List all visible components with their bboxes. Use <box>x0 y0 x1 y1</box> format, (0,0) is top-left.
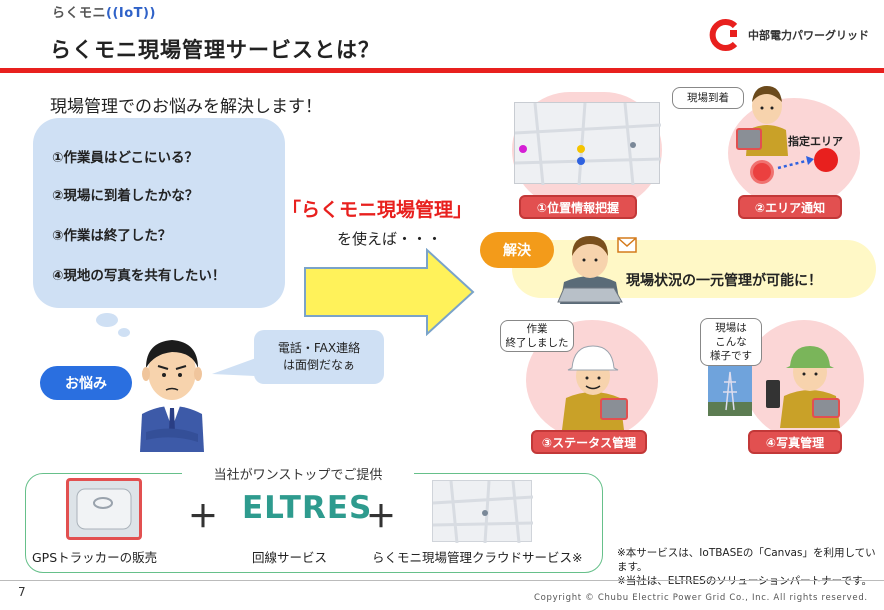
worry-badge: お悩み <box>40 366 132 400</box>
gps-tracker-image <box>66 478 142 540</box>
worry-item-1: ①作業員はどこにいる？ <box>52 150 199 166</box>
line-service-label: 回線サービス <box>252 550 328 565</box>
area-move-icon <box>750 148 838 184</box>
usage-text: を使えば・・・ <box>337 230 443 248</box>
worry-item-3: ③作業は終了した？ <box>52 228 172 244</box>
photo-tag: 現場は こんな 様子です <box>700 318 762 366</box>
worker-speech-bubble: 電話・FAX連絡 は面倒だなぁ <box>254 330 384 384</box>
worry-item-2: ②現場に到着したかな？ <box>52 188 199 204</box>
arrived-tag: 現場到着 <box>672 87 744 109</box>
subtitle: 現場管理でのお悩みを解決します！ <box>50 97 322 117</box>
logo-iot: ((IoT)) <box>106 6 156 21</box>
photo-tag-line-2: こんな <box>715 336 747 348</box>
plus-sign: ＋ <box>366 500 396 535</box>
footnote-1: ※本サービスは、IoTBASEの「Canvas」を利用しています。 <box>617 547 876 573</box>
logo-text: らくモニ <box>52 6 107 21</box>
eltres-logo: ELTRES <box>242 490 373 526</box>
photo-tag-line-1: 現場は <box>715 322 747 334</box>
service-logo: らくモニ((IoT)) <box>52 2 156 21</box>
footer-divider <box>0 580 884 581</box>
speech-tail <box>212 358 256 376</box>
big-arrow-icon <box>304 248 475 336</box>
photo-tag-line-3: 様子です <box>710 350 752 362</box>
title-underline <box>0 68 884 73</box>
manager-at-laptop-illustration <box>557 236 637 304</box>
work-done-line-1: 作業 <box>526 323 548 335</box>
status-label: ③ステータス管理 <box>531 430 647 454</box>
tracker-device-icon <box>736 128 762 150</box>
gps-label: GPSトラッカーの販売 <box>32 550 158 565</box>
area-tag: 指定エリア <box>788 135 843 148</box>
page-number: 7 <box>18 585 26 599</box>
page-title: らくモニ現場管理サービスとは？ <box>50 38 380 62</box>
location-label: ①位置情報把握 <box>519 195 637 219</box>
corporation-name: 中部電力パワーグリッド <box>748 29 869 42</box>
cloud-service-map-image <box>432 480 534 544</box>
plus-sign: ＋ <box>188 500 218 535</box>
tracker-device-icon <box>600 398 628 420</box>
speech-line-1: 電話・FAX連絡 <box>277 341 361 355</box>
work-done-line-2: 終了しました <box>505 337 569 349</box>
footnotes: ※本サービスは、IoTBASEの「Canvas」を利用しています。 ※当社は、E… <box>617 546 884 588</box>
photo-label: ④写真管理 <box>748 430 842 454</box>
solution-badge: 解決 <box>480 232 554 268</box>
worry-bubble <box>33 118 285 308</box>
copyright: Copyright © Chubu Electric Power Grid Co… <box>534 593 868 603</box>
footnote-2: ※当社は、ELTRESのソリューションパートナーです。 <box>617 575 872 587</box>
corporate-logo-icon <box>709 19 738 51</box>
cloud-service-label: らくモニ現場管理クラウドサービス※ <box>372 550 583 565</box>
thought-dot <box>96 313 118 327</box>
location-map-screenshot <box>514 102 662 186</box>
solution-text: 現場状況の一元管理が可能に！ <box>626 273 822 289</box>
service-brand-text: 「らくモニ現場管理」 <box>282 199 473 221</box>
tracker-device-icon <box>812 398 840 418</box>
offering-header: 当社がワンストップでご提供 <box>182 462 414 484</box>
worry-item-4: ④現地の写真を共有したい！ <box>52 268 226 284</box>
worried-worker-illustration <box>140 340 204 452</box>
site-photo-image <box>708 366 752 416</box>
area-label: ②エリア通知 <box>738 195 842 219</box>
thought-dot <box>118 328 130 337</box>
work-done-tag: 作業 終了しました <box>500 320 574 352</box>
speech-line-2: は面倒だなぁ <box>282 358 355 372</box>
